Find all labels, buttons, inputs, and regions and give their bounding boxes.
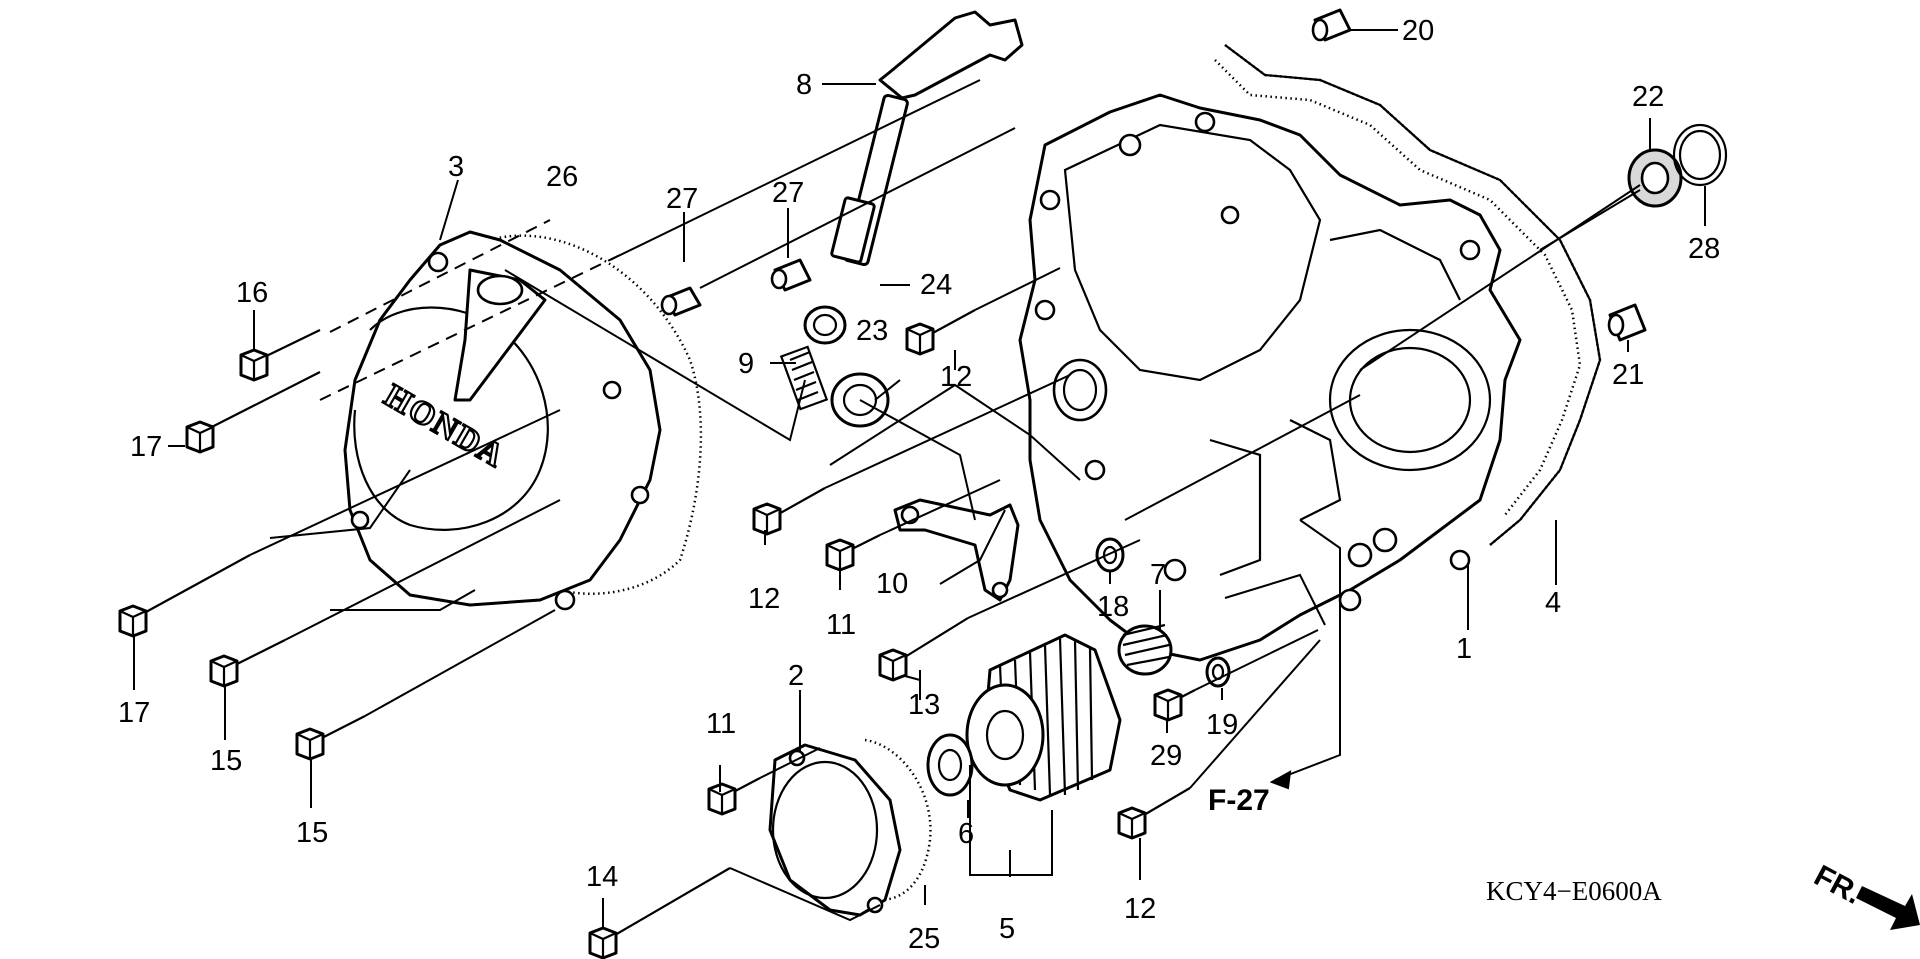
bolt-part	[118, 554, 251, 638]
bolt-part	[825, 534, 881, 572]
callout-3: 3	[448, 151, 464, 183]
callout-1: 1	[1456, 633, 1472, 665]
callout-13: 13	[908, 689, 940, 721]
callout-9: 9	[738, 348, 754, 380]
callout-10: 10	[876, 568, 908, 600]
callout-27-right: 27	[772, 177, 804, 209]
callout-12-left: 12	[748, 583, 780, 615]
seal-part	[803, 305, 847, 345]
filter-cap-part	[768, 738, 932, 917]
kick-shaft-part	[830, 10, 1024, 267]
callout-8: 8	[796, 69, 812, 101]
callout-labels: 1 2 3 4 5 6 7 8 9 10 11 11 12 12 12 12 1…	[118, 15, 1720, 955]
bearing-part	[1627, 148, 1683, 208]
bolt-part	[752, 487, 826, 536]
callout-26: 26	[546, 161, 578, 193]
callout-18: 18	[1097, 591, 1129, 623]
callout-14: 14	[586, 861, 618, 893]
bolt-part	[905, 309, 976, 356]
bolt-part	[239, 329, 321, 382]
front-direction-arrow: FR.	[1809, 859, 1920, 930]
bracket-part	[893, 498, 1020, 602]
callout-2: 2	[788, 660, 804, 692]
callout-21: 21	[1612, 359, 1644, 391]
callout-29: 29	[1150, 740, 1182, 772]
callout-28: 28	[1688, 233, 1720, 265]
oil-filter-part	[965, 633, 1122, 802]
dowel-pin-part	[660, 286, 702, 317]
callout-22: 22	[1632, 81, 1664, 113]
filter-spring-part	[1117, 623, 1173, 676]
callout-17-lower: 17	[118, 697, 150, 729]
drawing-code: KCY4−E0600A	[1486, 876, 1662, 906]
callout-17-upper: 17	[130, 431, 162, 463]
bolt-part	[209, 639, 286, 688]
callout-23: 23	[856, 315, 888, 347]
seal-ring-part	[926, 733, 974, 797]
callout-11-upper: 11	[826, 609, 856, 641]
callout-15-lower: 15	[296, 817, 328, 849]
bolt-part	[878, 617, 969, 682]
callout-15-upper: 15	[210, 745, 242, 777]
callout-6: 6	[958, 818, 974, 850]
callout-25: 25	[908, 923, 940, 955]
washer-part	[1095, 537, 1125, 573]
washer-part	[1205, 656, 1231, 688]
callout-27-left: 27	[666, 183, 698, 215]
dowel-pin-part	[1311, 8, 1352, 42]
bolt-part	[295, 715, 366, 761]
cover-gasket-part	[1214, 44, 1602, 546]
callout-12-mid: 12	[940, 361, 972, 393]
right-crankcase-cover-part	[1018, 93, 1522, 662]
callout-16: 16	[236, 277, 268, 309]
spring-part	[779, 345, 829, 411]
bolt-part	[1117, 787, 1191, 840]
callout-19: 19	[1206, 709, 1238, 741]
outer-cover-part: HONDA	[343, 230, 703, 611]
bolt-part	[588, 867, 731, 959]
dowel-pin-part	[770, 258, 812, 292]
snap-ring-part	[1672, 123, 1728, 187]
direction-label: FR.	[1809, 859, 1867, 911]
callout-11-lower: 11	[706, 708, 736, 740]
callout-4: 4	[1545, 587, 1561, 619]
dowel-pin-part	[1607, 303, 1647, 342]
callout-leaders	[133, 29, 1706, 928]
bolt-part	[707, 777, 761, 816]
callout-12-lower: 12	[1124, 893, 1156, 925]
assembly-lines	[249, 79, 1641, 922]
callout-24: 24	[920, 269, 952, 301]
callout-20: 20	[1402, 15, 1434, 47]
bolt-part	[185, 371, 321, 454]
callout-5: 5	[999, 913, 1015, 945]
arrow-icon	[1856, 886, 1920, 930]
callout-7: 7	[1150, 559, 1166, 591]
bolt-part	[1153, 688, 1196, 722]
reference-label: F-27	[1208, 784, 1270, 817]
